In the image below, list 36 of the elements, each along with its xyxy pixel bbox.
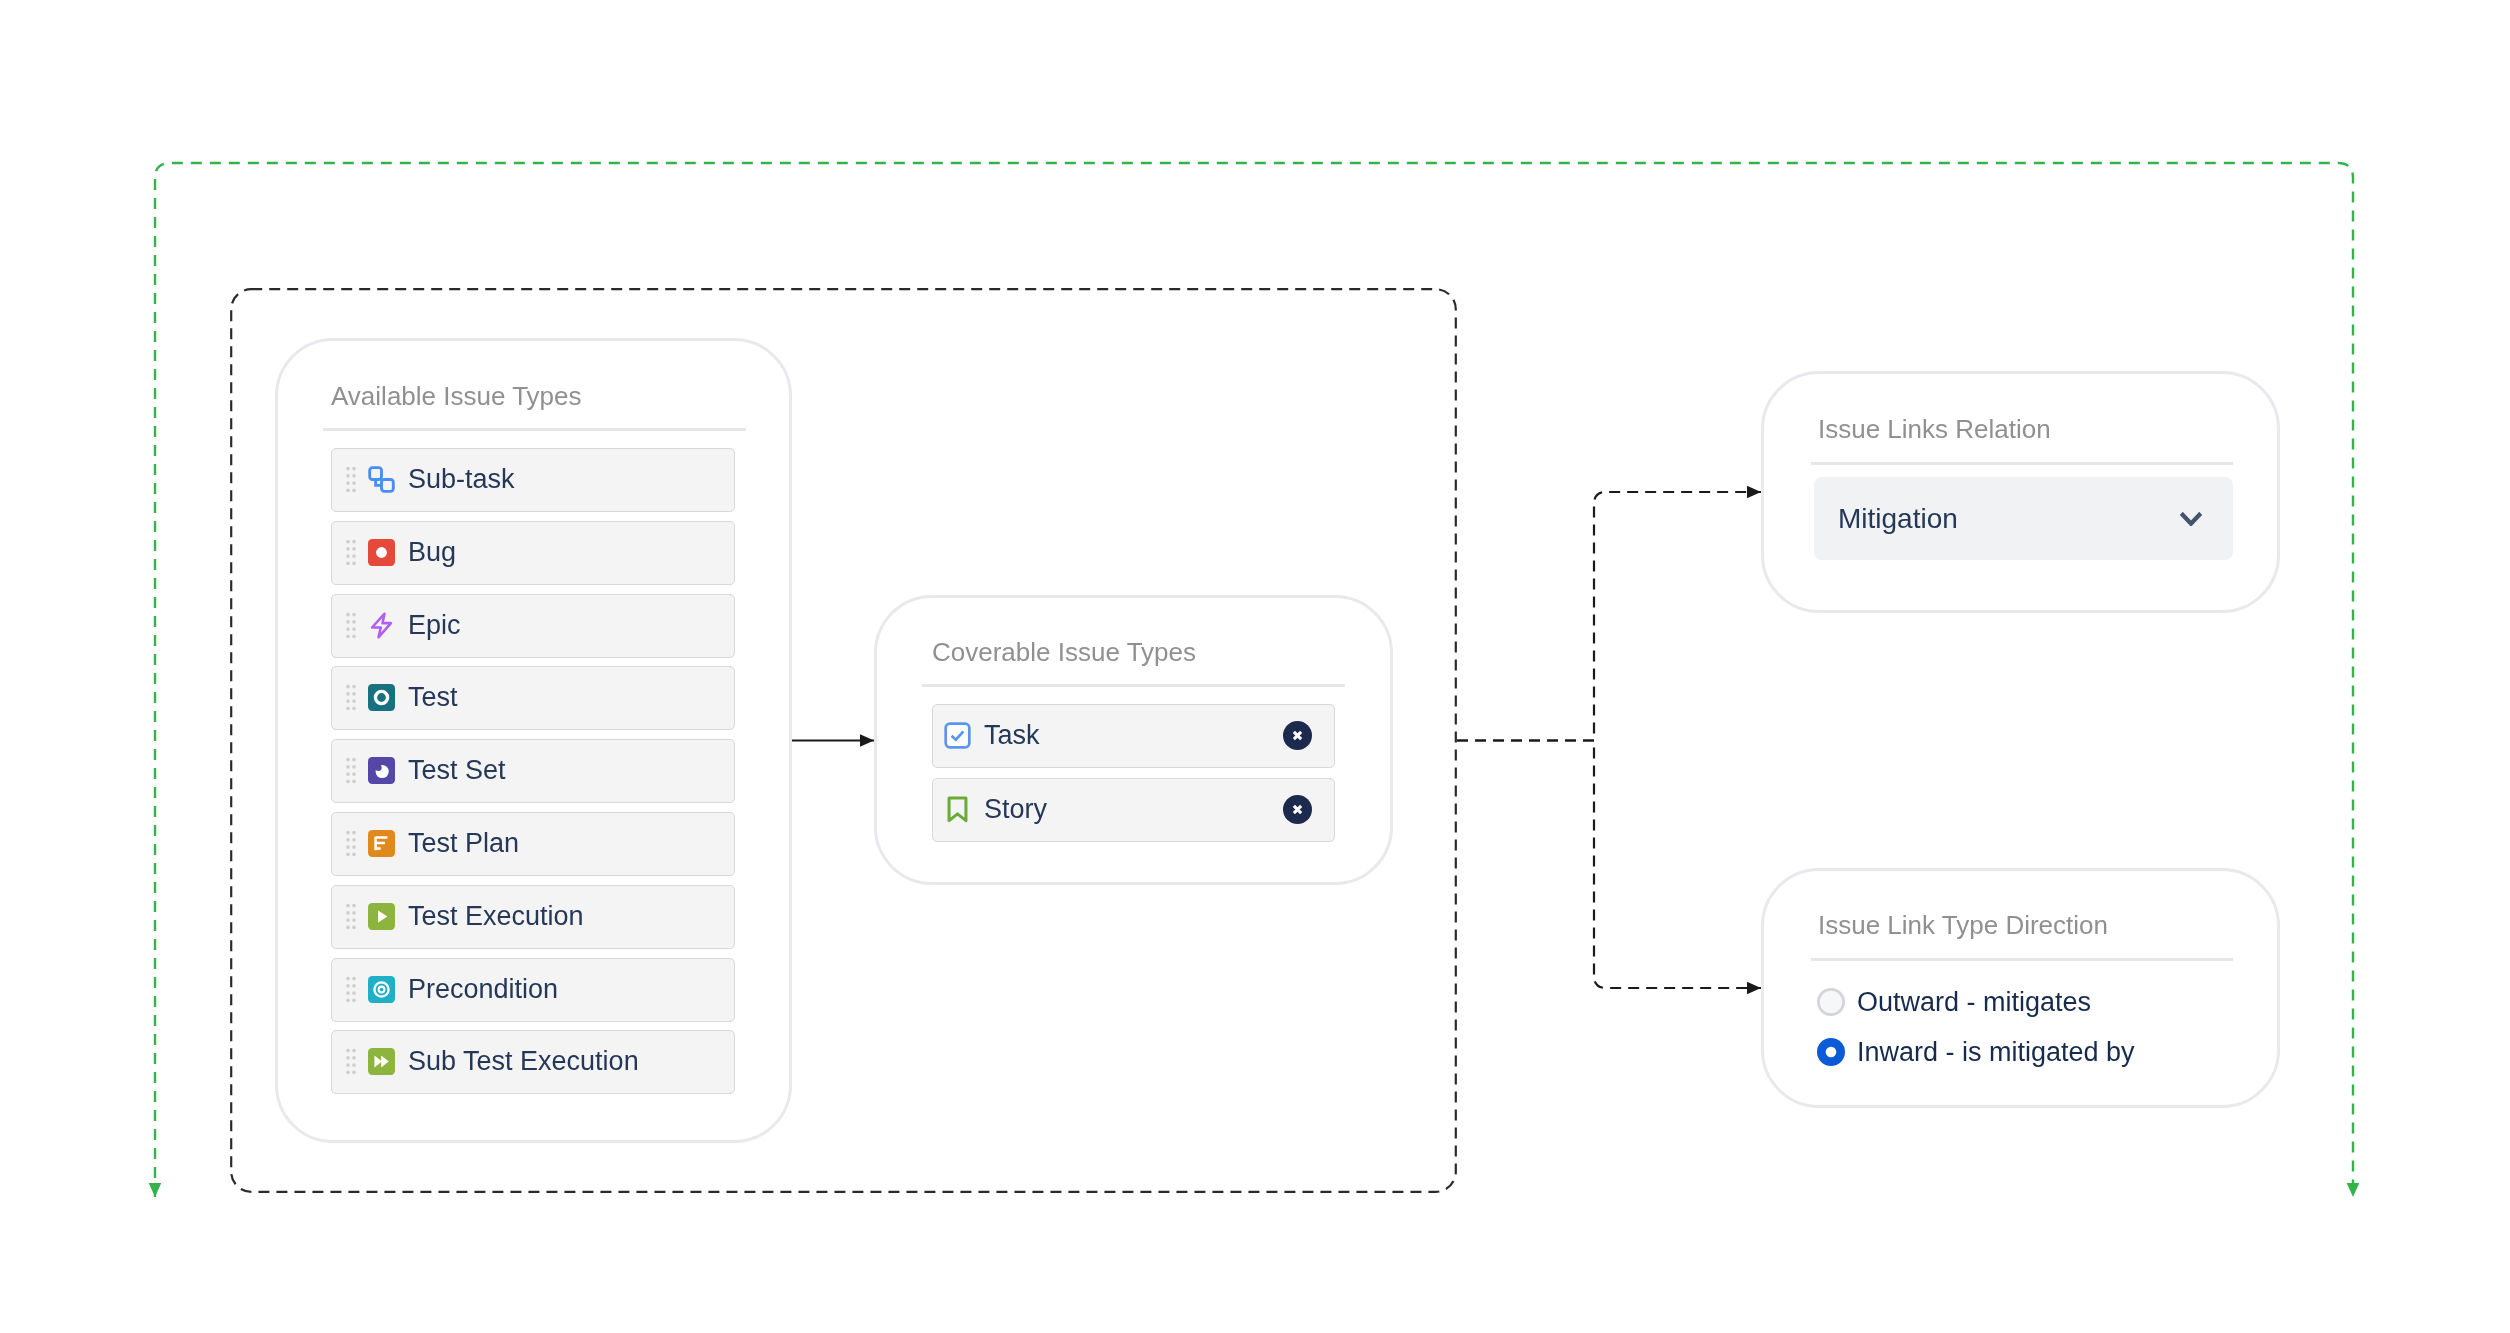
item-label: Bug	[408, 536, 457, 569]
issue-type-item	[331, 594, 735, 658]
item-label: Test Plan	[408, 827, 520, 860]
item-label: Story	[984, 793, 1048, 826]
issue-type-item	[331, 448, 735, 512]
item-label: Test Set	[408, 754, 506, 787]
issue-type-item	[331, 521, 735, 585]
arrow	[792, 734, 874, 747]
issue-type-item	[331, 885, 735, 949]
selected-issue-type-item	[932, 704, 1335, 768]
item-label: Sub Test Execution	[408, 1045, 639, 1078]
item-label: Test	[408, 681, 458, 714]
item-label: Precondition	[408, 973, 559, 1006]
panel-heading: Available Issue Types	[331, 380, 582, 412]
panel-card	[874, 595, 1393, 885]
item-label: Sub-task	[408, 463, 515, 496]
item-label: Epic	[408, 609, 461, 642]
issue-type-item	[331, 1030, 735, 1094]
item-label: Test Execution	[408, 900, 584, 933]
dashed-group-box	[230, 288, 1457, 1193]
issue-type-item	[331, 958, 735, 1022]
panel-heading: Issue Link Type Direction	[1818, 909, 2108, 941]
panel-card	[1761, 868, 2280, 1108]
selected-issue-type-item	[932, 778, 1335, 842]
option-label: Outward - mitigates	[1857, 986, 2092, 1019]
option-label: Inward - is mitigated by	[1857, 1036, 2135, 1069]
dropdown-select: Mitigation	[1814, 477, 2233, 560]
issue-type-item	[331, 666, 735, 730]
item-label: Task	[984, 719, 1040, 752]
panel-card	[275, 338, 792, 1143]
panel-card	[1761, 371, 2280, 613]
issue-type-item	[331, 812, 735, 876]
issue-type-item	[331, 739, 735, 803]
panel-heading: Issue Links Relation	[1818, 413, 2051, 445]
panel-heading: Coverable Issue Types	[932, 636, 1196, 668]
dashed-arrow	[1457, 739, 1761, 995]
